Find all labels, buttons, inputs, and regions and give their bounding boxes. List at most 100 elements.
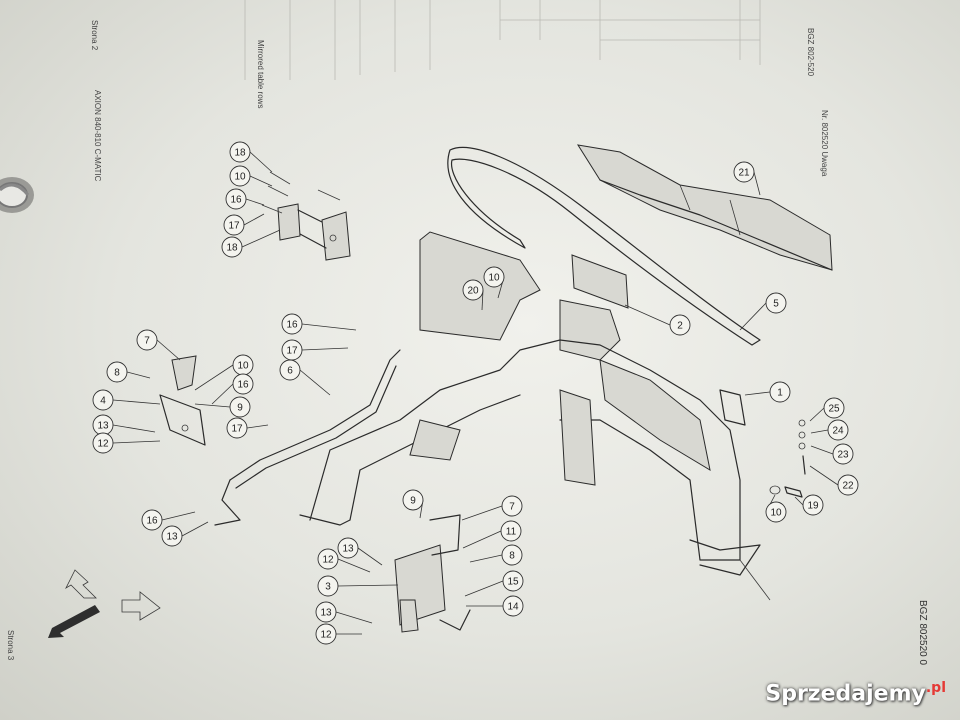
- callout-number: 4: [100, 396, 106, 407]
- watermark-logo: Sprzedajemy.pl: [765, 680, 946, 706]
- callout-c22: 22: [809, 465, 859, 496]
- watermark-suffix: .pl: [925, 679, 946, 696]
- callout-c4: 4: [92, 389, 161, 411]
- callout-leader: [809, 407, 825, 422]
- callout-number: 13: [97, 421, 109, 432]
- callout-leader: [624, 304, 671, 326]
- callout-number: 17: [228, 221, 240, 232]
- callout-bubble: [92, 389, 114, 411]
- callout-bubble: [229, 396, 251, 418]
- callout-bubble: [317, 548, 339, 570]
- header-table: [244, 0, 761, 80]
- callout-bubble: [317, 575, 339, 597]
- callout-number: 19: [807, 501, 819, 512]
- watermark-text: Sprzedajemy: [765, 681, 926, 706]
- top-right-code: BGZ 802-520: [806, 28, 815, 77]
- callout-number: 13: [342, 544, 354, 555]
- main-frame-1: [299, 231, 771, 601]
- callout-bubble: [765, 501, 787, 523]
- callout-number: 24: [832, 426, 844, 437]
- callout-bubble: [225, 188, 247, 210]
- bracket-4: [159, 355, 206, 446]
- callout-bubble: [279, 359, 301, 381]
- callout-c10d: 10: [765, 494, 787, 523]
- callout-bubble: [92, 432, 114, 454]
- callout-leader: [112, 440, 161, 444]
- callout-bubble: [733, 161, 755, 183]
- callout-c16c: 16: [211, 373, 254, 405]
- callout-c15: 15: [464, 570, 524, 597]
- callout-bubble: [501, 544, 523, 566]
- callout-leader: [461, 505, 503, 521]
- callout-number: 10: [488, 273, 500, 284]
- callout-leader: [739, 302, 767, 331]
- callout-number: 21: [738, 168, 750, 179]
- callout-bubble: [315, 601, 337, 623]
- callout-leader: [194, 403, 231, 408]
- callout-leader: [249, 175, 273, 187]
- callout-leader: [241, 229, 281, 248]
- callout-bubble: [337, 537, 359, 559]
- callout-leader: [469, 554, 503, 563]
- callout-bubble: [141, 509, 163, 531]
- callout-bubble: [226, 417, 248, 439]
- bar-6: [214, 349, 401, 526]
- callout-leader: [211, 383, 234, 405]
- callout-bubble: [823, 397, 845, 419]
- callout-leader: [243, 213, 265, 226]
- callout-c8b: 8: [469, 544, 523, 566]
- callout-c17b: 17: [281, 339, 349, 361]
- callout-c24: 24: [810, 419, 849, 441]
- callout-number: 6: [287, 366, 293, 377]
- callout-number: 22: [842, 481, 854, 492]
- callout-c6: 6: [279, 359, 331, 396]
- callout-leader: [245, 198, 265, 206]
- callout-c13d: 13: [315, 601, 373, 624]
- callout-number: 18: [234, 148, 246, 159]
- callout-number: 15: [507, 577, 519, 588]
- callout-leader: [794, 496, 804, 506]
- callout-c12c: 12: [315, 623, 362, 645]
- cover-21: [576, 144, 833, 271]
- callout-bubble: [281, 313, 303, 335]
- callout-c13c: 13: [337, 537, 383, 566]
- callout-layer: 1810161718211020251617617810416917131225…: [92, 141, 859, 645]
- page-ref-left: Strona 2: [90, 20, 99, 51]
- callout-c17a: 17: [223, 213, 265, 236]
- callout-bubble: [136, 329, 158, 351]
- callout-number: 9: [237, 403, 243, 414]
- callout-c19: 19: [794, 494, 824, 516]
- callout-bubble: [315, 623, 337, 645]
- callout-number: 9: [410, 496, 416, 507]
- hardware-22-25: [769, 419, 806, 498]
- callout-number: 13: [320, 608, 332, 619]
- callout-leader: [246, 424, 269, 429]
- callout-bubble: [669, 314, 691, 336]
- callout-number: 3: [325, 582, 331, 593]
- callout-c10a: 10: [229, 165, 273, 187]
- table-row-text: Mirrored table rows: [256, 40, 265, 108]
- callout-bubble: [802, 494, 824, 516]
- callout-c16b: 16: [281, 313, 357, 335]
- callout-bubble: [765, 292, 787, 314]
- callout-number: 25: [828, 404, 840, 415]
- callout-c23: 23: [810, 443, 854, 465]
- callout-number: 10: [770, 508, 782, 519]
- callout-bubble: [500, 520, 522, 542]
- callout-bubble: [462, 279, 484, 301]
- sub-title: Nr. 802520 Uwaga: [820, 110, 829, 177]
- callout-leader: [744, 391, 771, 396]
- callout-number: 8: [509, 551, 515, 562]
- callout-leader: [335, 611, 373, 624]
- callout-bubble: [106, 361, 128, 383]
- callout-bubble: [502, 595, 524, 617]
- callout-c18a: 18: [229, 141, 273, 173]
- callout-c8a: 8: [106, 361, 151, 383]
- callout-number: 11: [506, 527, 517, 538]
- callout-number: 10: [234, 172, 246, 183]
- callout-leader: [249, 151, 273, 173]
- callout-number: 1: [777, 388, 783, 399]
- callout-c21: 21: [733, 161, 761, 196]
- callout-leader: [181, 521, 209, 537]
